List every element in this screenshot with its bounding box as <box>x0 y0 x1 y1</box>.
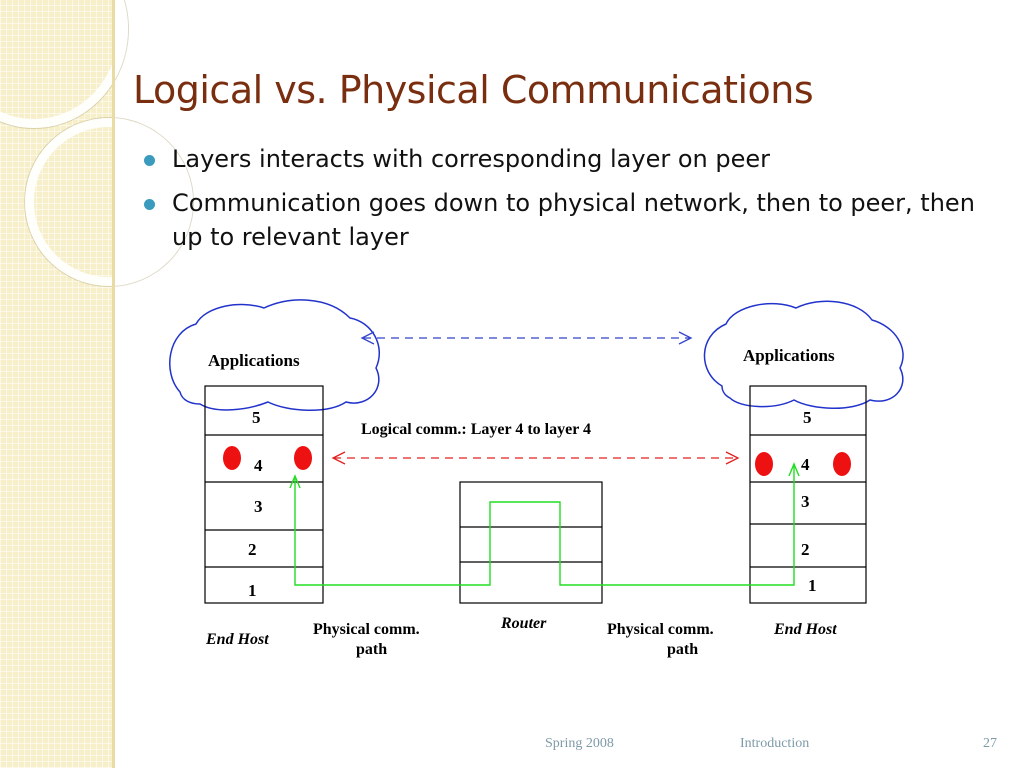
router-stack <box>459 481 603 604</box>
right-layer-3: 3 <box>801 492 810 511</box>
arrowhead-left-icon <box>331 451 346 465</box>
bullet-item: Communication goes down to physical netw… <box>140 186 980 254</box>
decorative-sidebar <box>0 0 193 768</box>
right-path-label-line2: path <box>667 641 698 658</box>
right-layer-2: 2 <box>801 540 810 559</box>
decorative-ring <box>0 0 128 128</box>
footer-date: Spring 2008 <box>545 736 614 751</box>
left-layer-1: 1 <box>248 581 257 600</box>
bullet-item: Layers interacts with corresponding laye… <box>140 142 980 176</box>
bullet-dot-icon <box>144 155 155 166</box>
path-arrowhead-up-icon <box>788 462 800 477</box>
right-host-caption: End Host <box>773 621 837 638</box>
left-layer4-dot-b <box>294 446 312 470</box>
right-cloud-label: Applications <box>743 346 835 365</box>
left-host-caption: End Host <box>205 631 269 648</box>
left-applications-cloud <box>169 299 381 411</box>
right-path-label-line1: Physical comm. <box>607 621 714 638</box>
footer-topic: Introduction <box>740 736 810 751</box>
arrowhead-left-icon <box>360 331 375 345</box>
left-layer-5: 5 <box>252 408 261 427</box>
arrowhead-right-icon <box>678 331 693 345</box>
path-arrowhead-up-icon <box>289 474 301 489</box>
right-layer-1: 1 <box>808 576 817 595</box>
network-diagram: Applications Applications 5 4 3 2 1 <box>169 299 904 658</box>
sidebar-edge <box>112 0 115 768</box>
left-cloud-label: Applications <box>208 351 300 370</box>
right-layer-5: 5 <box>803 408 812 427</box>
left-path-label-line1: Physical comm. <box>313 621 420 638</box>
decorative-ring <box>25 118 193 286</box>
bullet-dot-icon <box>144 199 155 210</box>
right-host-stack <box>749 385 867 604</box>
logical-comm-label: Logical comm.: Layer 4 to layer 4 <box>361 421 591 438</box>
bullet-text: Layers interacts with corresponding laye… <box>172 145 770 173</box>
router-caption: Router <box>500 615 547 632</box>
bullet-text: Communication goes down to physical netw… <box>172 189 975 251</box>
left-layer-2: 2 <box>248 540 257 559</box>
physical-comm-path <box>294 465 795 586</box>
footer-page-number: 27 <box>983 736 997 751</box>
right-layer-4: 4 <box>801 455 810 474</box>
left-layer4-dot-a <box>223 446 241 470</box>
left-layer-4: 4 <box>254 456 263 475</box>
right-layer4-dot-a <box>755 452 773 476</box>
right-layer4-dot-b <box>833 452 851 476</box>
right-applications-cloud <box>703 300 904 409</box>
bullet-list: Layers interacts with corresponding laye… <box>140 142 980 264</box>
left-path-label-line2: path <box>356 641 387 658</box>
slide-title: Logical vs. Physical Communications <box>133 68 814 112</box>
left-layer-3: 3 <box>254 497 263 516</box>
left-host-stack <box>204 385 324 604</box>
arrowhead-right-icon <box>725 451 740 465</box>
